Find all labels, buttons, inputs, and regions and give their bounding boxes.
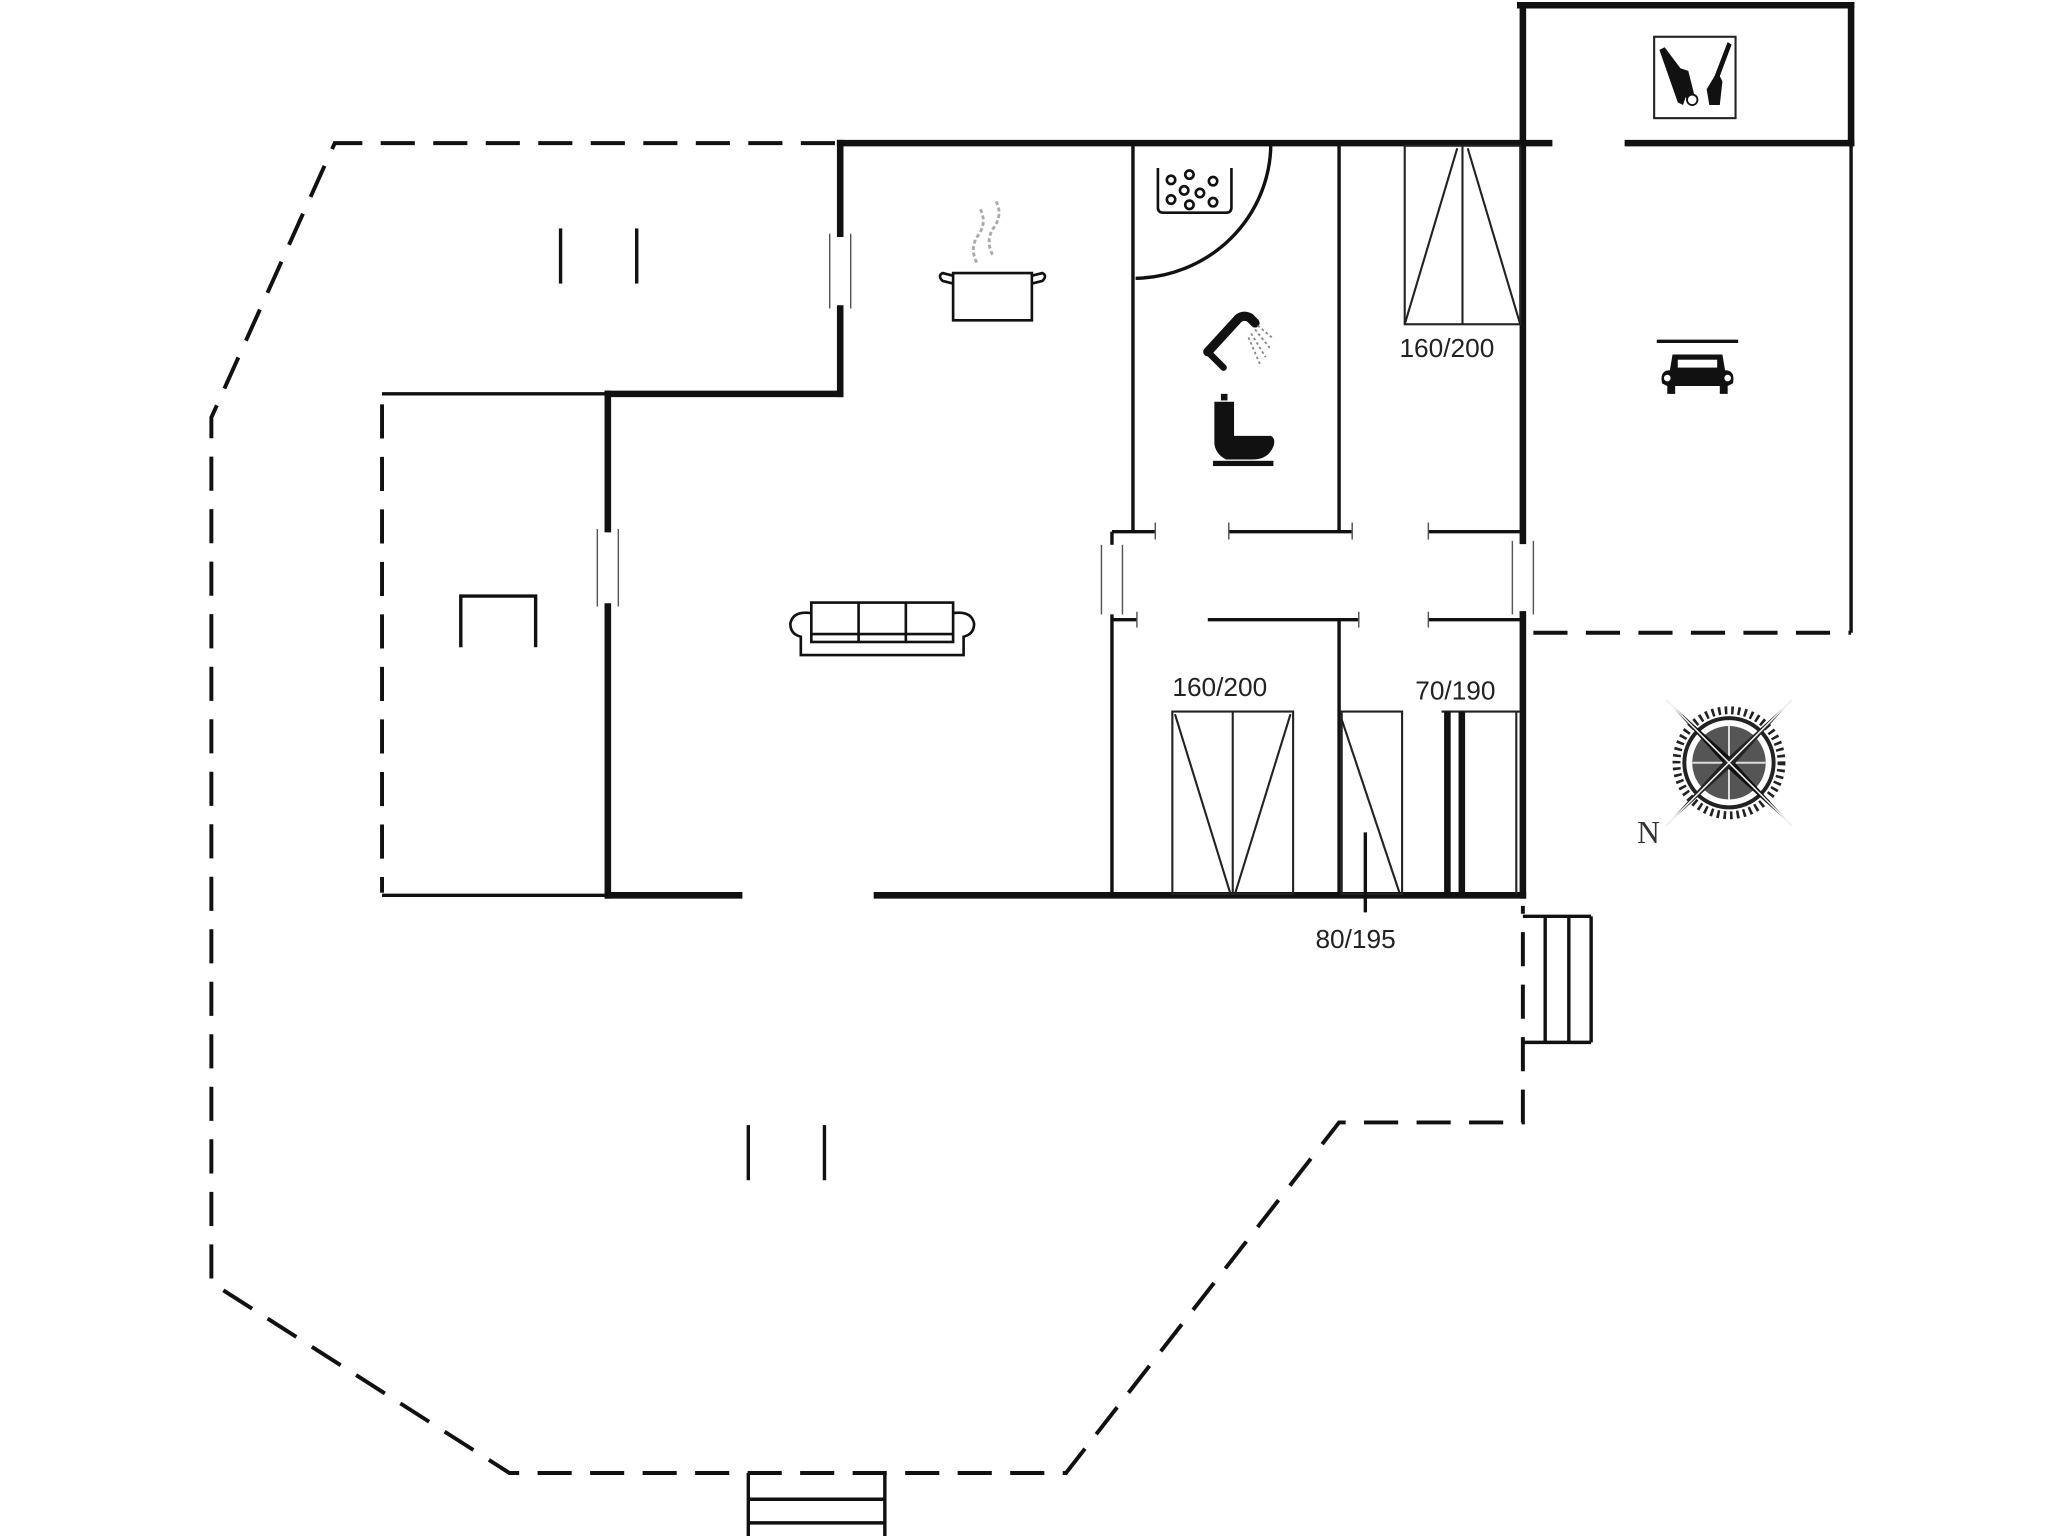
bunk-bed-icon <box>1441 710 1521 895</box>
double-bed-icon <box>1171 710 1295 896</box>
north-label: N <box>1637 815 1660 850</box>
double-bed-icon <box>1403 144 1522 326</box>
bed-size-label: 70/190 <box>1415 676 1495 706</box>
single-bed-icon <box>1340 710 1404 913</box>
terrace-marks-icon <box>558 228 827 1181</box>
bed-size-label: 160/200 <box>1172 672 1267 702</box>
shower-icon <box>1203 311 1275 371</box>
interior-walls <box>1110 143 1521 896</box>
toilet-icon <box>1213 393 1275 467</box>
annex-walls <box>382 392 608 898</box>
bathtub-icon <box>1156 168 1233 214</box>
exterior-walls <box>604 1 1855 899</box>
bed-size-label: 80/195 <box>1315 924 1395 954</box>
car-icon <box>1656 339 1739 394</box>
compass-icon <box>1665 699 1793 827</box>
washing-machine-icon <box>1653 35 1737 120</box>
stairs-icon <box>1522 914 1593 1045</box>
terrace-outline <box>209 141 1852 1475</box>
stairs-icon <box>746 1472 887 1536</box>
opening-markers <box>596 233 1535 615</box>
table-icon <box>459 594 538 648</box>
door-swing-arc <box>1135 144 1273 281</box>
bed-size-label: 160/200 <box>1399 333 1494 363</box>
sofa-icon <box>789 601 976 657</box>
cooking-pot-icon <box>938 198 1047 322</box>
